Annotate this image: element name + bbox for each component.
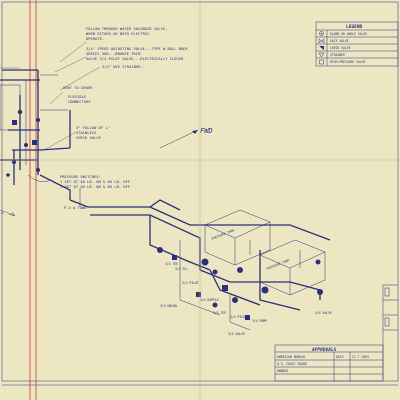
svg-text:1 SET AT 40 LB. ON & 60 LB. OF: 1 SET AT 40 LB. ON & 60 LB. OFF xyxy=(60,185,130,189)
strainer-icon xyxy=(318,52,325,58)
svg-text:3" FOLLOW OF 1": 3" FOLLOW OF 1" xyxy=(76,126,110,130)
vent-note: VENT TO SEWER xyxy=(49,86,93,105)
relief-valve-icon xyxy=(319,59,324,65)
approval-date-value: 27-7-1963 xyxy=(352,355,369,359)
svg-text:VENT TO SEWER: VENT TO SEWER xyxy=(63,86,93,90)
legend-item-label: CHECK VALVE xyxy=(330,46,351,50)
svg-text:3/4 VALVE: 3/4 VALVE xyxy=(228,332,245,336)
valve-note: 3/4" SPEED ADJUSTING VALVE...TYPE W-BALL… xyxy=(54,47,189,73)
legend-item-label: GATE VALVE xyxy=(330,39,349,43)
svg-text:3/4 TEE: 3/4 TEE xyxy=(165,262,178,266)
svg-text:.E: .E xyxy=(0,211,4,215)
svg-text:3/4 PUMP: 3/4 PUMP xyxy=(252,319,267,323)
svg-text:3/4 UNION: 3/4 UNION xyxy=(160,304,177,308)
svg-text:STAINLESS: STAINLESS xyxy=(76,131,96,135)
svg-text:3/4 VALVE: 3/4 VALVE xyxy=(315,311,332,315)
pressure-note: PRESSURE SWITCHES: 1 SET AT 40 LB. ON & … xyxy=(60,175,130,189)
svg-text:3/4" SPEED ADJUSTING VALVE...T: 3/4" SPEED ADJUSTING VALVE...TYPE W-BALL… xyxy=(86,47,189,51)
check-valve-icon xyxy=(319,46,324,50)
svg-text:FOLLOW THROUGH WATER SOLENOID: FOLLOW THROUGH WATER SOLENOID VALVE, xyxy=(86,27,168,31)
approvals-block: APPROVALS AMERICAN BUREAU U.S. COAST GUA… xyxy=(274,344,384,382)
legend-item-label: HIGH PRESSURE VALVE xyxy=(330,60,366,64)
svg-text:3/4 NIPPLE: 3/4 NIPPLE xyxy=(200,298,219,302)
svg-text:3/4 PILOT: 3/4 PILOT xyxy=(230,315,247,319)
pump-components xyxy=(157,247,323,320)
pump-labels: 3/4 TEE 3/4 ELL 3/4 PILOT 3/4 NIPPLE 3/4… xyxy=(160,262,332,336)
svg-text:3/4 TEE: 3/4 TEE xyxy=(213,311,226,315)
approvals-title: APPROVALS xyxy=(311,347,337,353)
top-note: FOLLOW THROUGH WATER SOLENOID VALVE, WHE… xyxy=(59,27,168,63)
svg-text:PRESSURE TANK: PRESSURE TANK xyxy=(211,228,235,241)
approval-date-header: DATE xyxy=(336,355,344,359)
globe-valve-icon xyxy=(319,31,324,36)
legend-item-label: STRAINER xyxy=(330,53,345,57)
svg-text:PRESSURE TANK: PRESSURE TANK xyxy=(266,258,290,271)
left-equipment-cluster: . .E xyxy=(0,63,71,217)
svg-text:.: . xyxy=(0,63,2,67)
approval-row: AMERICAN BUREAU xyxy=(277,355,305,359)
fwd-arrow: FWD xyxy=(159,127,213,149)
check-note: 3" FOLLOW OF 1" STAINLESS CHECK VALVE xyxy=(43,126,110,151)
flexible-note: FLEXIBLE CONNECTORS xyxy=(68,95,91,104)
svg-text:WHEN EITHER OR BOTH ELECTRIC: WHEN EITHER OR BOTH ELECTRIC xyxy=(86,32,149,36)
svg-text:SERIES 300...BRONZE TRIM: SERIES 300...BRONZE TRIM xyxy=(86,52,141,56)
svg-text:3/4" WYE STRAINER...: 3/4" WYE STRAINER... xyxy=(102,65,147,69)
svg-text:VALVE 3/4 PILOT VALVE...ELECTR: VALVE 3/4 PILOT VALVE...ELECTRICALLY CLO… xyxy=(86,57,183,61)
svg-text:3/4 ELL: 3/4 ELL xyxy=(175,267,188,271)
approval-row: U.S. COAST GUARD xyxy=(277,362,307,366)
strainer-note: 3/4" WYE STRAINER... xyxy=(59,65,147,91)
legend-item-label: GLOBE OR ANGLE VALVE xyxy=(330,32,367,36)
sheet-border xyxy=(1,1,399,382)
svg-text:OPERATE.: OPERATE. xyxy=(86,37,104,41)
legend: LEGEND GLOBE OR ANGLE VALVE GATE VALVE C… xyxy=(315,21,399,67)
svg-text:CHECK VALVE: CHECK VALVE xyxy=(76,136,101,140)
svg-text:1 SET AT 40 LB. ON & 60 LB. OF: 1 SET AT 40 LB. ON & 60 LB. OFF xyxy=(60,180,130,184)
pipe-note: P.V.A TANK xyxy=(64,206,87,210)
svg-text:PRESSURE SWITCHES:: PRESSURE SWITCHES: xyxy=(60,175,101,179)
right-edge-table xyxy=(382,284,398,380)
svg-text:CONNECTORS: CONNECTORS xyxy=(68,100,91,104)
fwd-label: FWD xyxy=(200,127,213,135)
legend-title: LEGEND xyxy=(346,24,363,30)
svg-text:3/4 PILOT: 3/4 PILOT xyxy=(182,281,199,285)
svg-text:FLEXIBLE: FLEXIBLE xyxy=(68,95,86,99)
gate-valve-icon xyxy=(318,38,325,44)
main-piping xyxy=(69,188,331,331)
svg-text:P.V.A TANK: P.V.A TANK xyxy=(64,206,87,210)
approval-row: OWNERS xyxy=(277,369,288,373)
